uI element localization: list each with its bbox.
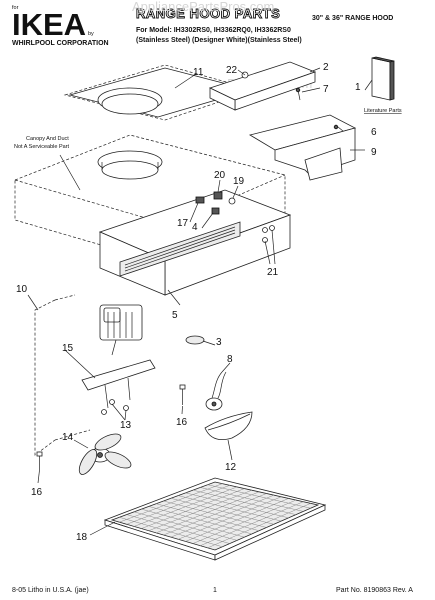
part-label-1: 1 — [355, 82, 361, 93]
hood-front-body — [98, 189, 292, 296]
part-label-10: 10 — [16, 284, 28, 295]
filter-mesh — [119, 483, 311, 549]
filter-mesh-line — [170, 498, 274, 525]
brand-by-text: by — [88, 31, 94, 37]
part-label-4: 4 — [192, 222, 198, 233]
control-bracket-part-9 — [248, 114, 357, 181]
model-line: For Model: IH3302RS0, IH3362RQ0, IH3362R… — [136, 27, 291, 34]
part-label-20: 20 — [214, 170, 226, 181]
footer-part-number: Part No. 8190863 Rev. A — [336, 587, 413, 594]
brand-corporation: WHIRLPOOL CORPORATION — [12, 40, 109, 47]
part-label-13: 13 — [120, 420, 132, 431]
duct-top-panel — [63, 64, 257, 121]
footer-litho: 8-05 Litho in U.S.A. (jae) — [12, 587, 89, 594]
part-label-14: 14 — [62, 432, 74, 443]
ikea-logo: for IKEA by WHIRLPOOL CORPORATION — [12, 5, 109, 47]
grease-filter-part-18 — [103, 477, 327, 561]
motor-mount-plate — [81, 359, 156, 415]
filter-mesh-line — [192, 489, 296, 515]
part-label-18: 18 — [76, 532, 88, 543]
filter-mesh-line — [178, 495, 282, 522]
part-label-2: 2 — [323, 62, 329, 73]
literature-parts-label: Literature Parts — [364, 108, 402, 114]
control-panel-grille — [124, 226, 236, 272]
part-label-19: 19 — [233, 176, 245, 187]
light-lens-part-12 — [204, 411, 253, 441]
watermark: AppliancePartsPros.com — [132, 0, 274, 14]
screw-part-16-center — [179, 384, 186, 405]
canopy-note-line-1: Canopy And Duct — [26, 136, 69, 142]
motor-assembly-bracket — [34, 294, 91, 456]
switch-parts — [195, 191, 236, 215]
leader-lines — [27, 67, 373, 536]
filter-mesh-line — [200, 501, 304, 546]
part-label-22: 22 — [226, 65, 238, 76]
filter-mesh-line — [207, 484, 311, 509]
size-label: 30" & 36" RANGE HOOD — [312, 15, 393, 22]
canopy-note-line-2: Not A Serviceable Part — [14, 144, 70, 150]
brand-for-text: for — [12, 5, 19, 11]
filter-mesh-line — [185, 498, 289, 542]
brand-name: IKEA — [12, 7, 86, 42]
part-label-16-left: 16 — [31, 487, 43, 498]
part-number-labels: 1 2 3 4 5 6 7 8 9 10 11 12 13 14 15 16 1… — [16, 62, 377, 543]
finish-line: (Stainless Steel) (Designer White)(Stain… — [136, 37, 302, 44]
motor-part — [99, 304, 143, 356]
part-label-7: 7 — [323, 84, 329, 95]
canopy-duct-outline — [14, 134, 286, 266]
part-label-21: 21 — [267, 267, 279, 278]
grommet-part-3 — [185, 335, 205, 345]
lamp-socket-part-8 — [205, 371, 227, 411]
part-label-11: 11 — [193, 67, 204, 78]
filter-mesh-line — [163, 493, 267, 536]
footer-page-number: 1 — [213, 587, 217, 594]
fan-blade-part — [78, 433, 132, 475]
part-label-3: 3 — [216, 337, 222, 348]
filter-mesh-line — [207, 503, 311, 549]
literature-booklet — [371, 56, 395, 101]
part-label-15: 15 — [62, 343, 74, 354]
part-label-16-center: 16 — [176, 417, 188, 428]
filter-mesh-line — [170, 494, 274, 538]
filter-mesh-line — [192, 499, 297, 544]
part-label-5: 5 — [172, 310, 178, 321]
filter-mesh-line — [185, 492, 289, 519]
screw-part-16-left — [36, 451, 43, 470]
lamp-housing-part-2 — [208, 61, 317, 111]
part-label-6: 6 — [371, 127, 377, 138]
filter-mesh-line — [200, 487, 304, 512]
part-label-9: 9 — [371, 147, 377, 158]
page-title: RANGE HOOD PARTS — [136, 6, 280, 21]
part-label-17: 17 — [177, 218, 189, 229]
part-label-8: 8 — [227, 354, 233, 365]
part-label-12: 12 — [225, 462, 237, 473]
filter-mesh-line — [178, 496, 282, 540]
